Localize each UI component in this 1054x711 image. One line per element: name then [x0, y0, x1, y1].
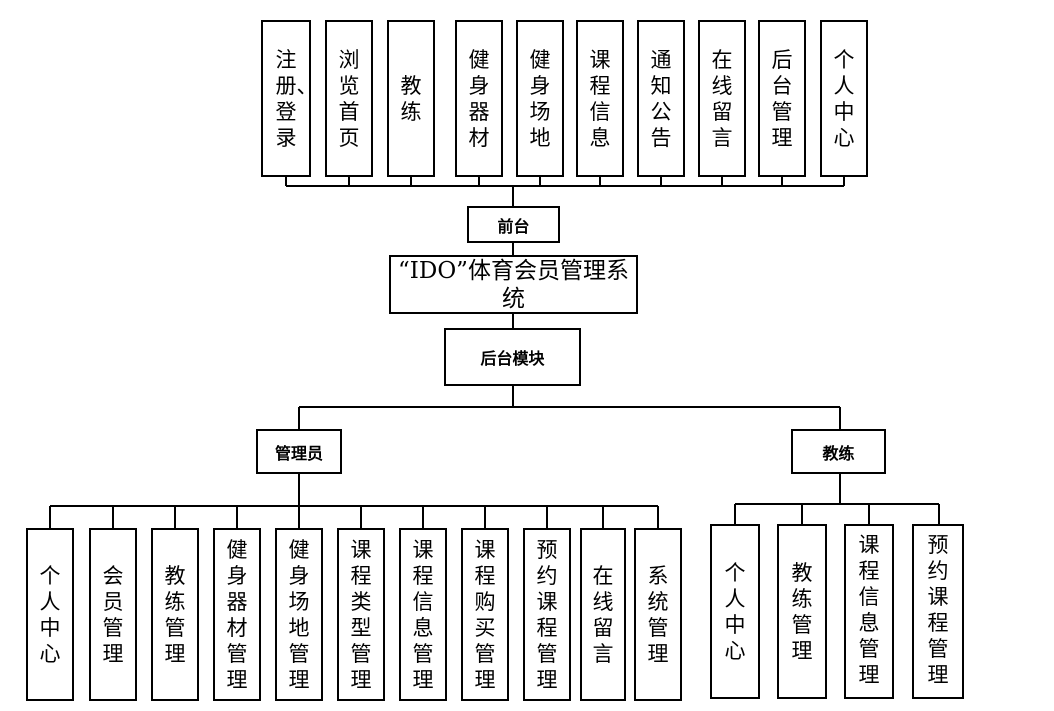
admin-module-booking: 预约课程管理 [523, 528, 571, 701]
front-module-venue: 健身场地 [516, 20, 564, 177]
front-module-register-login: 注册、登录 [261, 20, 318, 177]
front-module-personal-center: 个人中心 [820, 20, 868, 177]
front-module-coach: 教练 [387, 20, 435, 177]
admin-module-equipment: 健身器材管理 [213, 528, 261, 701]
front-module-backend: 后台管理 [758, 20, 806, 177]
front-module-browse-home: 浏览首页 [325, 20, 373, 177]
front-node: 前台 [467, 206, 560, 243]
admin-module-system: 系统管理 [634, 528, 682, 701]
admin-module-course-type: 课程类型管理 [337, 528, 385, 701]
front-module-course-info: 课程信息 [576, 20, 624, 177]
front-module-notice: 通知公告 [637, 20, 685, 177]
admin-module-course-purchase: 课程购买管理 [461, 528, 509, 701]
coach-module-coach: 教练管理 [777, 524, 827, 699]
admin-module-member: 会员管理 [89, 528, 137, 701]
admin-module-coach: 教练管理 [151, 528, 199, 701]
coach-module-personal-center: 个人中心 [710, 524, 760, 699]
system-title-node: “IDO”体育会员管理系统 [389, 255, 638, 314]
coach-node: 教练 [791, 429, 886, 474]
backend-node: 后台模块 [444, 328, 581, 386]
admin-module-venue: 健身场地管理 [275, 528, 323, 701]
admin-module-message: 在线留言 [580, 528, 626, 701]
coach-module-course-info: 课程信息管理 [844, 524, 894, 699]
admin-module-course-info: 课程信息管理 [399, 528, 447, 701]
coach-module-booking: 预约课程管理 [912, 524, 964, 699]
front-module-message: 在线留言 [698, 20, 746, 177]
admin-module-personal-center: 个人中心 [26, 528, 74, 701]
front-module-equipment: 健身器材 [455, 20, 503, 177]
admin-node: 管理员 [256, 429, 342, 474]
